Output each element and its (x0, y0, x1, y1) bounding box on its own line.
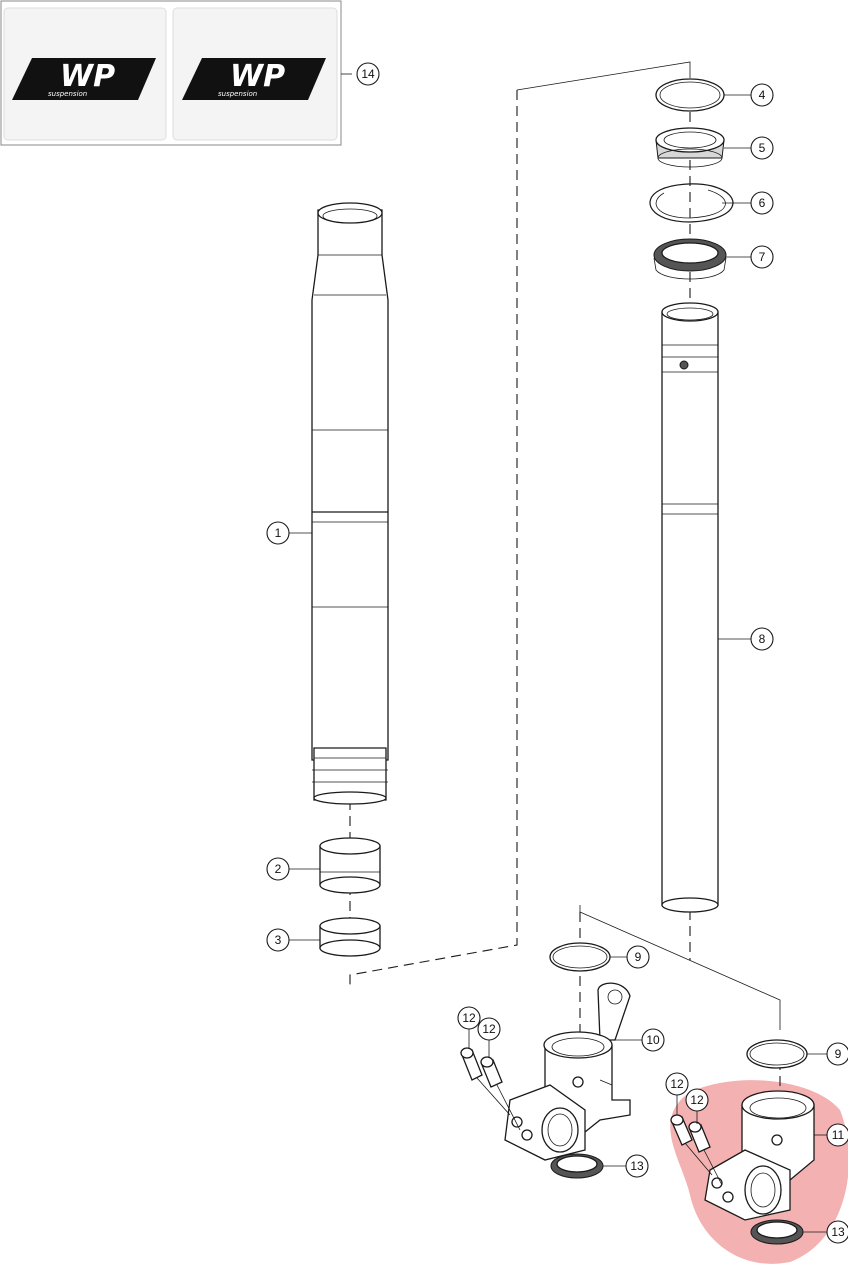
axle-clamp-left (504, 982, 631, 1161)
callout-8: 8 (750, 627, 774, 651)
callout-label: 4 (759, 88, 766, 102)
axle-seal-right (750, 1219, 804, 1245)
callout-label: 7 (759, 250, 766, 264)
decal-text-right: suspension (218, 90, 257, 98)
callout-label: 12 (482, 1022, 496, 1036)
inner-fork-tube (661, 302, 719, 913)
callout-label: 3 (275, 933, 282, 947)
callout-label: 1 (275, 526, 282, 540)
callout-label: 12 (462, 1011, 476, 1025)
axle-clamp-right (704, 1090, 815, 1221)
callout-label: 10 (646, 1033, 660, 1047)
callout-label: 6 (759, 196, 766, 210)
callout-label: 2 (275, 862, 282, 876)
guide-bushing (319, 837, 381, 894)
callout-10: 10 (641, 1028, 665, 1052)
callout-13-left: 13 (625, 1154, 649, 1178)
retaining-ring (655, 78, 725, 112)
callout-label: 9 (635, 950, 642, 964)
callout-label: 13 (630, 1159, 644, 1173)
o-ring-right (746, 1039, 808, 1069)
callout-12-a: 12 (457, 1006, 481, 1030)
callout-label: 11 (832, 1128, 845, 1142)
decal-text-left: suspension (48, 90, 87, 98)
callout-label: 12 (670, 1077, 684, 1091)
oil-seal (653, 238, 727, 280)
outer-fork-tube (311, 202, 389, 805)
callout-leaders (288, 73, 830, 1233)
callout-6: 6 (750, 191, 774, 215)
dust-seal (655, 127, 725, 168)
circlip (649, 183, 734, 223)
callout-12-c: 12 (665, 1072, 689, 1096)
callout-label: 12 (690, 1093, 704, 1107)
callout-12-d: 12 (685, 1088, 709, 1112)
callout-label: 14 (361, 67, 375, 81)
callout-7: 7 (750, 245, 774, 269)
o-ring-left (549, 942, 611, 972)
callout-3: 3 (266, 928, 290, 952)
decal-logo-left: WP (60, 59, 115, 94)
callout-label: 5 (759, 141, 766, 155)
decal-sheet: WP suspension WP suspension (0, 0, 342, 146)
callout-4: 4 (750, 83, 774, 107)
callout-5: 5 (750, 136, 774, 160)
decal-logo-right: WP (230, 59, 285, 94)
wp-decal-right: WP suspension (182, 58, 326, 100)
callout-14: 14 (356, 62, 380, 86)
callout-label: 9 (835, 1047, 842, 1061)
callout-1: 1 (266, 521, 290, 545)
callout-13-right: 13 (826, 1220, 848, 1244)
wp-decal-left: WP suspension (12, 58, 156, 100)
slide-bushing (319, 917, 381, 957)
callout-label: 13 (831, 1225, 845, 1239)
axle-seal-left (550, 1153, 604, 1179)
callout-label: 8 (759, 632, 766, 646)
callout-2: 2 (266, 857, 290, 881)
callout-11: 11 (826, 1123, 848, 1147)
bolts-left (460, 1047, 521, 1131)
callout-9-right: 9 (826, 1042, 848, 1066)
callout-9-left: 9 (626, 945, 650, 969)
bolts-right (670, 1114, 723, 1186)
callout-12-b: 12 (477, 1017, 501, 1041)
